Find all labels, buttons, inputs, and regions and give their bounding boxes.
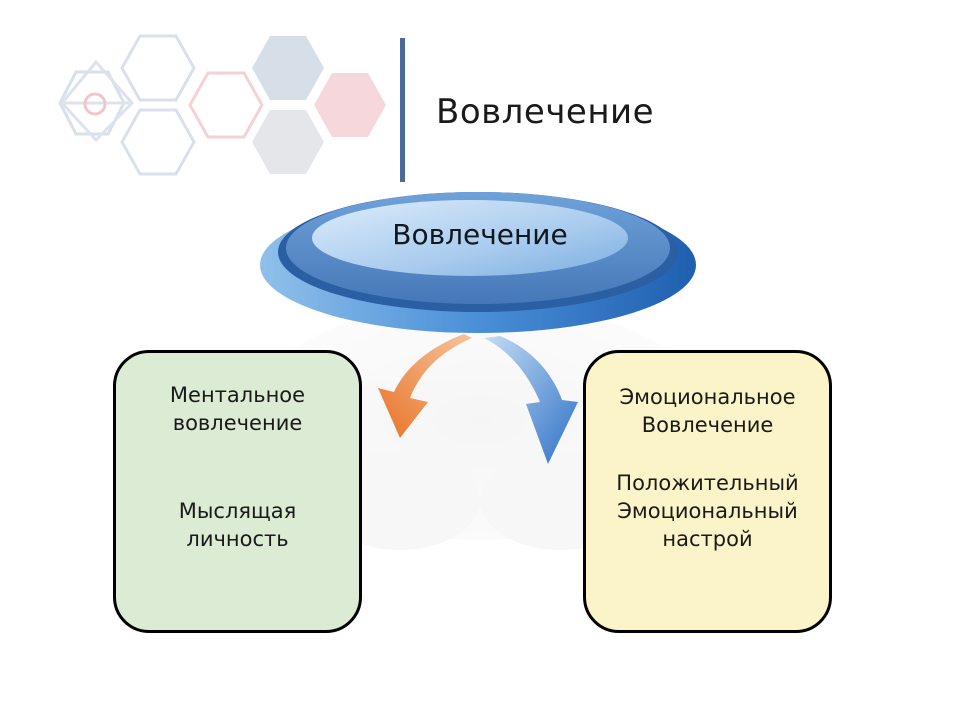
hexagon-outline-icon xyxy=(120,34,196,102)
left-box-heading: Ментальное вовлечение xyxy=(116,381,359,437)
left-heading-line: вовлечение xyxy=(172,411,303,435)
emotional-engagement-box: Эмоциональное Вовлечение Положительный Э… xyxy=(583,350,832,633)
hexagon-outline-icon xyxy=(188,71,264,139)
hexagon-decoration xyxy=(58,34,386,176)
hexagon-filled-icon xyxy=(252,110,324,174)
right-box-body: Положительный Эмоциональный настрой xyxy=(586,469,829,553)
hexagon-filled-icon xyxy=(252,36,324,100)
curved-arrow-right-icon xyxy=(484,336,578,464)
title-divider-bar xyxy=(400,38,405,182)
left-heading-line: Ментальное xyxy=(169,383,306,407)
right-body-line: Положительный xyxy=(616,471,799,495)
right-body-line: настрой xyxy=(662,527,753,551)
right-heading-line: Вовлечение xyxy=(641,413,774,437)
page-title: Вовлечение xyxy=(436,92,655,132)
left-box-body: Мыслящая личность xyxy=(116,497,359,553)
hexagon-filled-icon xyxy=(314,73,386,137)
center-label: Вовлечение xyxy=(392,218,568,251)
right-heading-line: Эмоциональное xyxy=(619,385,796,409)
left-body-line: Мыслящая xyxy=(178,499,297,523)
diamond-shape-icon xyxy=(60,59,135,143)
circle-ring-icon xyxy=(83,92,107,116)
curved-arrow-left-icon xyxy=(378,334,472,438)
left-body-line: личность xyxy=(186,527,289,551)
right-box-heading: Эмоциональное Вовлечение xyxy=(586,383,829,439)
mental-engagement-box: Ментальное вовлечение Мыслящая личность xyxy=(113,350,362,633)
central-disk xyxy=(260,192,696,333)
hexagon-outline-icon xyxy=(120,108,196,176)
right-body-line: Эмоциональный xyxy=(617,499,798,523)
